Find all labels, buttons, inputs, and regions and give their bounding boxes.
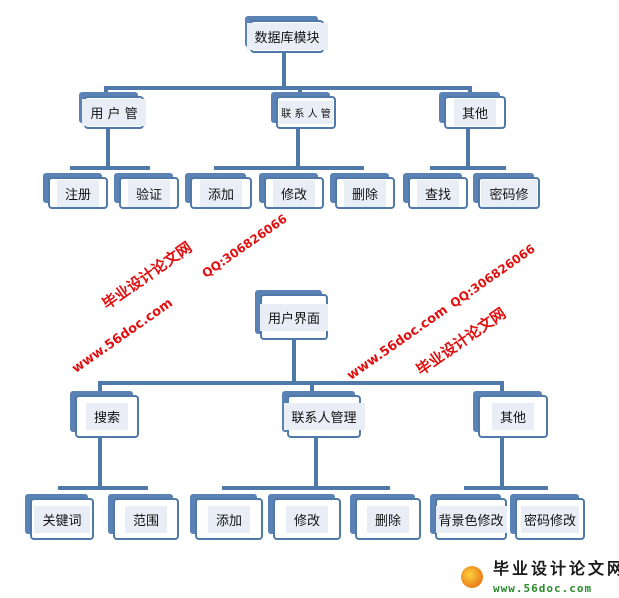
logo-icon (461, 566, 483, 588)
node-range: 范围 (108, 494, 179, 540)
node-modify-ui: 修改 (268, 494, 341, 540)
connector (222, 486, 390, 490)
watermark-url: www.56doc.com (69, 295, 176, 377)
node-add-ui: 添加 (190, 494, 263, 540)
node-label: 密码修改 (520, 505, 579, 533)
node-keyword: 关键词 (25, 494, 94, 540)
node-label: 背景色修改 (435, 505, 507, 533)
node-label: 搜索 (85, 403, 128, 430)
logo-title: 毕业设计论文网 (493, 559, 619, 578)
connector (58, 486, 148, 490)
node-user-management: 用 户 管 (79, 92, 146, 129)
node-other-ui: 其他 (473, 391, 548, 438)
node-password-modify: 密码修 (473, 173, 540, 209)
node-delete-ui: 删除 (350, 494, 421, 540)
connector (98, 437, 102, 488)
node-label: 删除 (343, 179, 386, 207)
connector (106, 128, 110, 168)
connector (296, 128, 300, 168)
node-label: 用 户 管 (82, 99, 146, 126)
node-label: 添加 (199, 179, 242, 207)
node-modify: 修改 (259, 173, 324, 209)
connector (314, 437, 318, 488)
connector (464, 486, 548, 490)
node-add: 添加 (185, 173, 252, 209)
node-label: 删除 (366, 505, 409, 533)
node-label: 关键词 (34, 505, 90, 533)
node-label: 其他 (453, 99, 496, 126)
node-other: 其他 (439, 92, 506, 129)
node-label: 其他 (491, 403, 534, 430)
connector (292, 340, 296, 383)
node-label: 联 系 人 管 (279, 101, 333, 124)
site-logo: 毕业设计论文网 www.56doc.com (455, 560, 619, 598)
connector (70, 166, 150, 170)
connector (282, 52, 286, 88)
watermark-site: 毕业设计论文网 (98, 238, 196, 314)
connector (310, 381, 314, 393)
node-label: 数据库模块 (246, 23, 328, 50)
node-password-modify-ui: 密码修改 (510, 494, 585, 540)
node-label: 注册 (56, 179, 99, 207)
node-label: 范围 (124, 505, 167, 533)
logo-url: www.56doc.com (493, 582, 593, 595)
connector (500, 381, 504, 393)
node-contact-management: 联 系 人 管 (271, 92, 336, 129)
node-verify: 验证 (114, 173, 179, 209)
node-label: 查找 (416, 179, 459, 207)
node-root-user-interface: 用户界面 (255, 290, 329, 340)
connector (500, 437, 504, 488)
node-delete: 删除 (330, 173, 395, 209)
node-background-color-modify: 背景色修改 (430, 494, 507, 540)
node-label: 修改 (272, 179, 315, 207)
node-root-database-module: 数据库模块 (245, 16, 328, 53)
node-label: 用户界面 (260, 303, 329, 331)
node-label: 密码修 (481, 179, 537, 207)
watermark-qq: QQ:306826066 (447, 241, 538, 311)
node-label: 联系人管理 (283, 403, 365, 430)
node-search: 查找 (403, 173, 468, 209)
connector (466, 128, 470, 168)
connector (468, 86, 472, 96)
connector (98, 381, 102, 393)
node-register: 注册 (43, 173, 108, 209)
node-label: 添加 (207, 505, 250, 533)
connector (104, 86, 472, 90)
connector (214, 166, 364, 170)
connector (104, 86, 108, 96)
connector (298, 86, 302, 96)
connector (98, 381, 504, 385)
node-contact-management-ui: 联系人管理 (282, 391, 365, 438)
node-label: 验证 (127, 179, 170, 207)
node-label: 修改 (285, 505, 328, 533)
connector (430, 166, 506, 170)
node-search-ui: 搜索 (70, 391, 139, 438)
watermark-qq: QQ:306826066 (199, 211, 290, 281)
